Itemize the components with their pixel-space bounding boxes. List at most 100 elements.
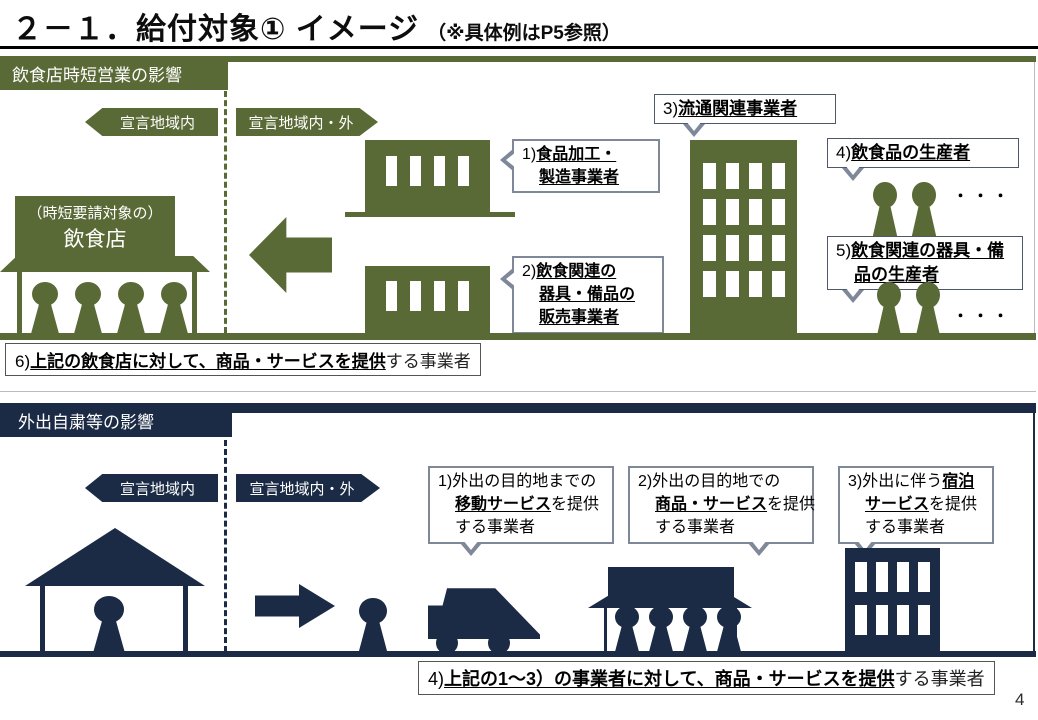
label5-text1: 飲食関連の器具・備: [851, 241, 1005, 260]
person-icon: [353, 598, 393, 654]
page-title-row: ２－１．給付対象① イメージ （※具体例はP5参照）: [12, 4, 621, 48]
wheel-icon: [488, 632, 510, 654]
restaurant-icon: （時短要請対象の） 飲食店: [0, 195, 220, 335]
s2-callout1-text1: 外出の目的地までの: [452, 473, 597, 490]
house-icon: [25, 528, 205, 654]
person-icon: [907, 182, 941, 238]
callout-transport-service: 1)外出の目的地までの 移動サービスを提供 する事業者: [428, 466, 614, 556]
zone-tag-inside: 宣言地域内: [85, 474, 218, 502]
s2-callout2-text3: する事業者: [655, 519, 736, 537]
s2-callout1-text2: を提供: [551, 496, 600, 514]
car-icon: [428, 585, 540, 654]
callout2-text3: 販売事業者: [539, 309, 620, 327]
label-suppliers-to-businesses: 4)上記の1～3）の事業者に対して、商品・サービスを提供する事業者: [418, 661, 995, 695]
section2-header-label: 外出自粛等の影響: [18, 412, 154, 432]
zone-tag-inside-outside-label: 宣言地域内・外: [249, 480, 355, 498]
label-distribution: 3)流通関連事業者: [654, 94, 836, 137]
person-icon: [26, 282, 64, 334]
page-title-note: （※具体例はP5参照）: [427, 23, 621, 44]
person-icon: [87, 596, 131, 654]
s2-callout2-text2: を提供: [767, 496, 816, 514]
person-icon: [872, 282, 906, 338]
s2-callout1-strong: 移動サービス: [455, 496, 552, 514]
s2-callout2-strong: 商品・サービス: [655, 496, 768, 514]
section1-header: 飲食店時短営業の影響: [0, 56, 228, 90]
zone-tag-inside-outside: 宣言地域内・外: [236, 474, 380, 502]
label6-strong: 上記の飲食店に対して、商品・サービスを提供: [30, 352, 386, 371]
person-icon: [155, 282, 193, 334]
zone-divider-dashed-line: [224, 91, 227, 333]
s2-callout3-text2: を提供: [929, 496, 978, 514]
distribution-building-icon: [690, 140, 797, 337]
restaurant-sign-line2: 飲食店: [63, 227, 127, 251]
zone-tag-inside-outside: 宣言地域内・外: [236, 108, 378, 136]
callout2-text2: 器具・備品の: [539, 286, 636, 304]
person-icon: [678, 606, 712, 654]
ellipsis-dots: ・・・: [953, 188, 1014, 205]
callout-lodging-service: 3)外出に伴う宿泊 サービスを提供 する事業者: [838, 466, 994, 556]
section2-top-bar: [0, 403, 1036, 413]
zone-tag-inside-label: 宣言地域内: [119, 480, 195, 498]
section2-header: 外出自粛等の影響: [0, 403, 232, 437]
label5-text2: 品の生産者: [854, 264, 939, 284]
label-food-producers: 4)飲食品の生産者: [827, 138, 1019, 181]
ellipsis-dots: ・・・: [953, 308, 1014, 325]
s2-label4-prefix: 4): [428, 669, 445, 689]
callout1-text1: 食品加工・: [536, 146, 617, 163]
callout1-text2: 製造事業者: [539, 169, 620, 187]
s2-callout2-text1: 外出の目的地での: [652, 473, 781, 490]
person-icon: [112, 282, 150, 334]
person-icon: [69, 282, 107, 334]
shop-icon: [588, 567, 752, 654]
label4-prefix: 4): [836, 143, 852, 162]
section1-right-border: [1034, 62, 1035, 333]
label5-prefix: 5): [836, 241, 852, 260]
section1-header-label: 飲食店時短営業の影響: [12, 65, 182, 85]
callout2-text1: 飲食関連の: [536, 263, 617, 280]
s2-callout3-strong1: 宿泊: [942, 473, 975, 490]
s2-label4-rest: する事業者: [894, 669, 985, 689]
callout1-prefix: 1): [522, 146, 537, 163]
s2-callout3-text1: 外出に伴う: [862, 473, 943, 490]
label-suppliers-to-restaurants: 6)上記の飲食店に対して、商品・サービスを提供する事業者: [5, 343, 481, 376]
label6-prefix: 6): [15, 352, 31, 371]
zone-tag-inside-label: 宣言地域内: [119, 114, 195, 132]
callout-equipment-sales: 2)飲食関連の 器具・備品の 販売事業者: [500, 256, 664, 334]
callout2-prefix: 2): [522, 263, 537, 280]
factory1-base-line: [345, 212, 515, 217]
s2-callout3-prefix: 3): [848, 473, 863, 490]
s2-callout2-prefix: 2): [638, 473, 653, 490]
label3-text: 流通関連事業者: [678, 99, 798, 118]
label-equipment-producers: 5)飲食関連の器具・備 品の生産者: [827, 236, 1023, 303]
person-icon: [712, 606, 746, 654]
section1-top-bar: [0, 56, 1036, 62]
callout-destination-services: 2)外出の目的地での 商品・サービスを提供 する事業者: [628, 466, 816, 556]
hotel-building-icon: [845, 548, 940, 654]
zone-tag-inside: 宣言地域内: [85, 108, 218, 136]
s2-label4-strong: 上記の1～3）の事業者に対して、商品・サービスを提供: [444, 669, 895, 689]
factory-building-icon: [365, 266, 490, 336]
block-arrow-left-icon: [249, 217, 332, 293]
block-arrow-right-icon: [255, 584, 335, 628]
label3-prefix: 3): [663, 99, 679, 118]
person-icon: [644, 606, 678, 654]
person-icon: [610, 606, 644, 654]
zone-divider-dashed-line: [224, 440, 227, 652]
title-underline: [0, 46, 1038, 49]
person-icon: [868, 182, 902, 238]
section2-right-border: [1033, 413, 1035, 652]
s2-callout3-strong2: サービス: [865, 496, 930, 514]
callout-food-processing: 1)食品加工・ 製造事業者: [500, 139, 660, 194]
s2-callout3-text3: する事業者: [865, 519, 946, 537]
person-icon: [911, 282, 945, 338]
section1-bottom-border: [0, 391, 1036, 392]
restaurant-sign-line1: （時短要請対象の）: [27, 204, 163, 222]
page-title: ２－１．給付対象① イメージ: [12, 13, 420, 46]
label4-text: 飲食品の生産者: [851, 143, 971, 162]
zone-tag-inside-outside-label: 宣言地域内・外: [248, 114, 354, 132]
wheel-icon: [436, 632, 458, 654]
page-number: 4: [1015, 690, 1025, 709]
restaurant-awning: [0, 256, 210, 272]
label6-rest: する事業者: [385, 352, 471, 371]
